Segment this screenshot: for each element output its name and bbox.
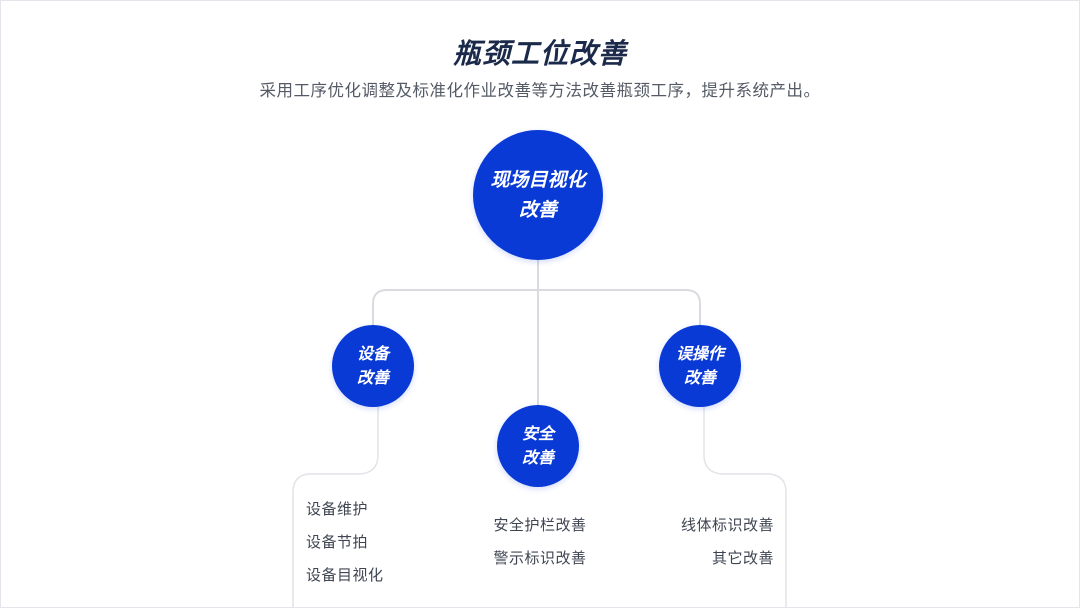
safety-item-list: 安全护栏改善 警示标识改善	[440, 509, 640, 575]
equipment-item-list: 设备维护 设备节拍 设备目视化	[306, 493, 384, 592]
list-item: 设备节拍	[306, 533, 369, 551]
branch-node-label-line1: 误操作	[675, 344, 724, 363]
page-subtitle: 采用工序优化调整及标准化作业改善等方法改善瓶颈工序，提升系统产出。	[259, 81, 821, 100]
connector-right	[538, 289, 701, 325]
list-item: 安全护栏改善	[493, 516, 587, 534]
misoperation-item-list: 线体标识改善 其它改善	[614, 509, 774, 575]
connector-left-card	[292, 407, 379, 608]
root-node-label-line2: 改善	[518, 199, 557, 221]
list-item: 设备目视化	[306, 566, 384, 584]
connector-left	[372, 289, 538, 325]
list-item: 线体标识改善	[680, 516, 774, 534]
branch-node-label-line1: 设备	[356, 344, 389, 363]
list-item: 其它改善	[711, 549, 774, 567]
branch-node-misoperation: 误操作 改善	[659, 325, 741, 407]
root-node: 现场目视化 改善	[473, 130, 603, 260]
branch-node-label-line2: 改善	[356, 368, 389, 387]
root-node-label-line1: 现场目视化	[490, 169, 586, 191]
branch-node-label-line2: 改善	[521, 448, 554, 467]
branch-node-label-line1: 安全	[521, 424, 554, 443]
list-item: 设备维护	[306, 500, 369, 518]
page-title: 瓶颈工位改善	[452, 37, 627, 70]
list-item: 警示标识改善	[493, 549, 587, 567]
branch-node-label-line2: 改善	[683, 368, 716, 387]
branch-node-equipment: 设备 改善	[332, 325, 414, 407]
connector-right-card	[703, 407, 787, 608]
branch-node-safety: 安全 改善	[497, 405, 579, 487]
